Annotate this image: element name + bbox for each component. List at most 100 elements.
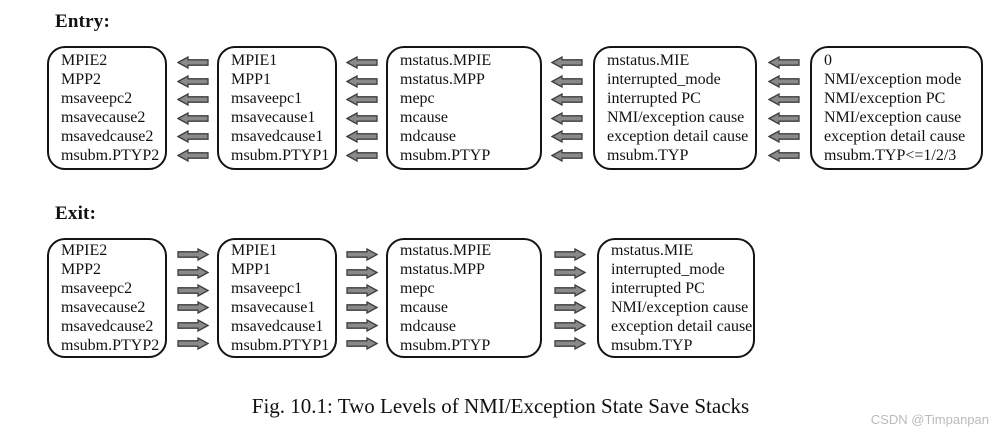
figure-caption: Fig. 10.1: Two Levels of NMI/Exception S… (251, 394, 750, 418)
left-arrow-icon (551, 93, 583, 107)
register-label: NMI/exception cause (607, 109, 745, 126)
register-label: msavecause2 (61, 299, 146, 316)
left-arrow-icon (177, 56, 209, 69)
register-label: msavedcause1 (231, 128, 324, 145)
register-label: NMI/exception cause (824, 109, 962, 126)
register-label: mstatus.MPIE (400, 242, 492, 259)
register-label: mepc (400, 90, 435, 107)
watermark: CSDN @Timpanpan (870, 412, 989, 427)
left-arrow-icon (346, 111, 378, 125)
exit-section-label: Exit: (55, 203, 97, 224)
register-label: MPIE1 (231, 52, 278, 69)
register-label: msavecause1 (231, 109, 316, 126)
left-arrow-icon (551, 148, 583, 162)
register-label: interrupted PC (607, 90, 701, 107)
register-label: msavecause1 (231, 299, 316, 316)
right-arrow-icon (177, 319, 209, 333)
register-label: mdcause (400, 318, 456, 335)
register-label: msavedcause1 (231, 318, 324, 335)
right-arrow-icon (346, 248, 378, 261)
right-arrow-icon (346, 336, 378, 350)
register-label: msubm.PTYP1 (231, 337, 330, 354)
left-arrow-icon (768, 130, 800, 144)
exit-arrow-column-1 (177, 248, 209, 350)
right-arrow-icon (177, 265, 209, 279)
right-arrow-icon (177, 336, 209, 350)
left-arrow-icon (346, 56, 378, 69)
left-arrow-icon (768, 56, 800, 69)
left-arrow-icon (177, 74, 209, 88)
exit-arrow-column-3 (554, 248, 586, 350)
left-arrow-icon (177, 148, 209, 162)
right-arrow-icon (346, 319, 378, 333)
right-arrow-icon (554, 319, 586, 333)
right-arrow-icon (554, 336, 586, 350)
register-label: interrupted PC (611, 280, 705, 297)
register-label: msaveepc2 (61, 280, 133, 297)
register-label: MPIE2 (61, 242, 108, 259)
left-arrow-icon (551, 111, 583, 125)
register-label: msubm.PTYP1 (231, 147, 330, 164)
entry-section-label: Entry: (55, 11, 111, 32)
left-arrow-icon (346, 74, 378, 88)
right-arrow-icon (177, 301, 209, 315)
register-label: mstatus.MPP (400, 261, 485, 278)
register-label: exception detail cause (607, 128, 749, 145)
left-arrow-icon (551, 74, 583, 88)
register-label: msubm.TYP (611, 337, 693, 354)
register-label: msubm.PTYP (400, 147, 491, 164)
register-label: mstatus.MPIE (400, 52, 492, 69)
entry-arrow-column-2 (346, 56, 378, 162)
register-label: msubm.TYP (607, 147, 689, 164)
register-label: mcause (400, 299, 448, 316)
right-arrow-icon (554, 301, 586, 315)
right-arrow-icon (346, 265, 378, 279)
register-label: mstatus.MIE (607, 52, 690, 69)
register-label: msavedcause2 (61, 128, 154, 145)
register-label: MPIE2 (61, 52, 108, 69)
left-arrow-icon (768, 74, 800, 88)
register-label: interrupted_mode (607, 71, 721, 88)
register-label: msaveepc1 (231, 280, 303, 297)
left-arrow-icon (551, 56, 583, 69)
left-arrow-icon (177, 130, 209, 144)
register-label: MPP1 (231, 71, 272, 88)
exit-arrow-column-2 (346, 248, 378, 350)
register-label: mstatus.MPP (400, 71, 485, 88)
register-label: NMI/exception cause (611, 299, 749, 316)
register-label: 0 (824, 52, 832, 69)
left-arrow-icon (768, 111, 800, 125)
right-arrow-icon (346, 283, 378, 297)
register-label: msubm.PTYP2 (61, 147, 160, 164)
register-label: exception detail cause (824, 128, 966, 145)
register-label: msavedcause2 (61, 318, 154, 335)
register-label: MPP2 (61, 261, 102, 278)
left-arrow-icon (551, 130, 583, 144)
left-arrow-icon (346, 93, 378, 107)
right-arrow-icon (554, 248, 586, 261)
entry-arrow-column-3 (551, 56, 583, 162)
left-arrow-icon (177, 93, 209, 107)
register-label: msubm.TYP<=1/2/3 (824, 147, 957, 164)
register-label: mstatus.MIE (611, 242, 694, 259)
register-label: msaveepc1 (231, 90, 303, 107)
register-label: NMI/exception PC (824, 90, 946, 107)
register-label: exception detail cause (611, 318, 753, 335)
register-label: msubm.PTYP (400, 337, 491, 354)
entry-register-box-4: mstatus.MIE interrupted_mode interrupted P… (593, 46, 757, 170)
left-arrow-icon (177, 111, 209, 125)
left-arrow-icon (346, 148, 378, 162)
register-label: msavecause2 (61, 109, 146, 126)
right-arrow-icon (554, 283, 586, 297)
left-arrow-icon (768, 93, 800, 107)
left-arrow-icon (768, 148, 800, 162)
right-arrow-icon (177, 248, 209, 261)
